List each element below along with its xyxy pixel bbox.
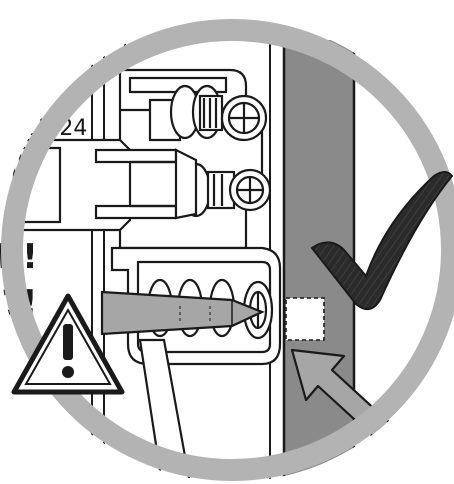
hammer <box>100 290 265 482</box>
adjustment-screws <box>148 84 272 218</box>
circle-frame <box>1 19 454 481</box>
warning-triangle-icon <box>11 293 125 395</box>
target-outline <box>285 297 325 341</box>
hammer-head <box>100 290 265 336</box>
checkmark-icon <box>310 171 454 311</box>
hammer-handle <box>138 338 192 482</box>
hinge-bracket <box>12 138 198 232</box>
